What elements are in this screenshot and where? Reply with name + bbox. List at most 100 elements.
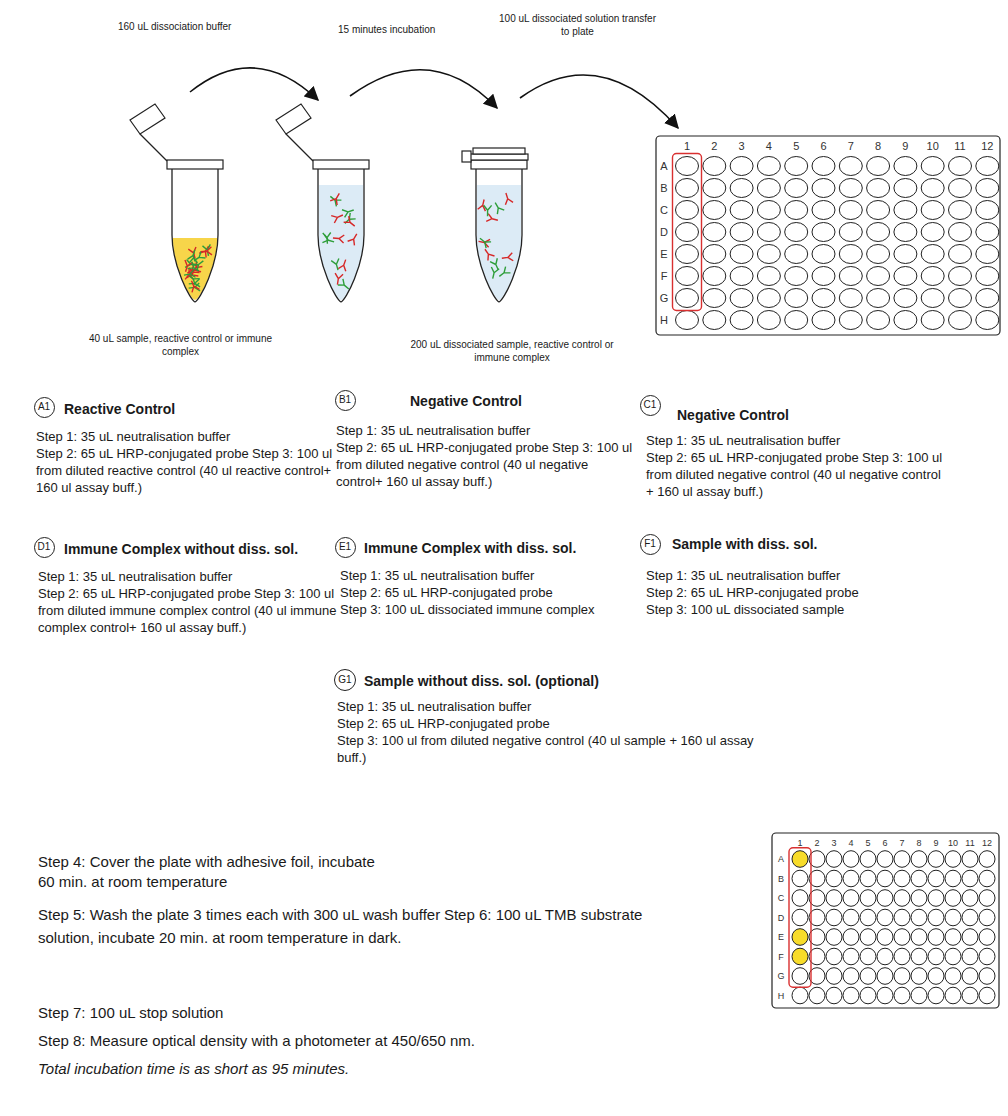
plate-index: 1 xyxy=(684,141,690,152)
label-text: Sample with diss. sol. xyxy=(672,536,817,552)
plate-index-text: 3 xyxy=(831,838,836,848)
plate-well xyxy=(928,968,944,985)
plate-well xyxy=(792,870,808,887)
step-text: Step 2: 65 uL HRP-conjugated probe xyxy=(646,450,859,465)
plate-well xyxy=(945,890,961,907)
plate-well xyxy=(860,968,876,985)
section-id: E1 xyxy=(339,542,351,552)
plate-well xyxy=(867,311,890,330)
plate-well xyxy=(703,179,726,198)
plate-index: 3 xyxy=(739,141,745,152)
plate-well xyxy=(757,245,780,264)
plate-well xyxy=(826,929,842,946)
plate-well xyxy=(894,948,910,965)
plate-well xyxy=(703,157,726,176)
plate-index-text: G xyxy=(660,292,669,304)
plate-outline xyxy=(772,833,999,1008)
plate-index: 8 xyxy=(875,141,881,152)
plate-well xyxy=(867,267,890,286)
plate-index: F xyxy=(661,271,668,282)
plate-well xyxy=(839,179,862,198)
plate-index: 11 xyxy=(965,839,974,848)
plate-index: 8 xyxy=(916,839,921,848)
plate-index-text: D xyxy=(660,226,668,238)
antibody-symbol xyxy=(188,279,200,292)
antibodies xyxy=(182,191,514,292)
label-text: 15 minutes incubation xyxy=(338,24,435,35)
plate-well xyxy=(945,968,961,985)
column-highlight xyxy=(789,848,811,988)
plate-well xyxy=(877,890,893,907)
section-id: A1 xyxy=(38,402,50,412)
plate-well xyxy=(785,267,808,286)
plate-well xyxy=(730,245,753,264)
plate-well xyxy=(911,948,927,965)
plate-index: D xyxy=(660,227,668,238)
plate-well xyxy=(976,289,999,308)
label-text: 100 uL dissociated solution transfer to … xyxy=(499,13,656,37)
antibody-symbol xyxy=(502,192,513,205)
label-text: Negative Control xyxy=(410,393,522,409)
plate-well xyxy=(894,289,917,308)
plate-well xyxy=(945,929,961,946)
plate-well xyxy=(877,948,893,965)
step-text: Step 2: 65 uL HRP-conjugated probe xyxy=(337,715,784,732)
plate-index-text: F xyxy=(661,270,668,282)
plate-well xyxy=(860,870,876,887)
plate-index-text: E xyxy=(778,932,784,942)
plate-well xyxy=(839,201,862,220)
plate-well xyxy=(867,289,890,308)
plate-well xyxy=(949,267,972,286)
plate-well xyxy=(730,201,753,220)
plate-well xyxy=(730,223,753,242)
section-id: C1 xyxy=(644,400,657,410)
antibody-symbol xyxy=(333,234,345,243)
plate-well xyxy=(860,948,876,965)
plate-well xyxy=(962,909,978,926)
note-text: 160 uL dissociation buffer xyxy=(118,20,318,33)
plate-index-text: 6 xyxy=(820,140,826,152)
plate-well xyxy=(928,890,944,907)
plate-well xyxy=(867,157,890,176)
plate-well xyxy=(894,968,910,985)
plate-well xyxy=(839,245,862,264)
plate-well xyxy=(812,311,835,330)
plate-index: F xyxy=(778,952,784,961)
plate-well xyxy=(792,890,808,907)
plate-index-text: 6 xyxy=(882,838,887,848)
plate-index: B xyxy=(778,874,784,883)
step-text: Step 1: 35 uL neutralisation buffer xyxy=(337,698,784,715)
plate-well xyxy=(785,311,808,330)
label-text: Step 4: Cover the plate with adhesive fo… xyxy=(38,853,375,890)
plate-well xyxy=(826,851,842,868)
antibody-symbol xyxy=(333,273,343,285)
plate-well xyxy=(894,870,910,887)
plate-index-text: 9 xyxy=(902,140,908,152)
plate-well xyxy=(921,289,944,308)
plate-well xyxy=(676,179,699,198)
plate-well xyxy=(962,948,978,965)
section-marker: G1 xyxy=(334,669,356,691)
plate-well xyxy=(921,245,944,264)
plate-well xyxy=(867,223,890,242)
plate-well xyxy=(877,851,893,868)
section-heading: Sample without diss. sol. (optional) xyxy=(364,672,664,690)
plate-well xyxy=(979,909,995,926)
section-id: F1 xyxy=(644,539,656,549)
plate-index-text: D xyxy=(778,912,785,922)
label-text: Reactive Control xyxy=(64,401,175,417)
antibody-symbol xyxy=(188,249,199,262)
plate-well xyxy=(757,267,780,286)
step-text: Step 1: 35 uL neutralisation buffer xyxy=(646,567,943,584)
step-text: Step 1: 35 uL neutralisation buffer xyxy=(340,567,637,584)
plate-well xyxy=(979,851,995,868)
plate-well xyxy=(921,223,944,242)
plate-well xyxy=(757,157,780,176)
label-text: Immune Complex with diss. sol. xyxy=(364,540,576,556)
plate-well xyxy=(945,987,961,1004)
plate-well xyxy=(860,909,876,926)
plate-well xyxy=(921,179,944,198)
plate-index: A xyxy=(660,161,667,172)
